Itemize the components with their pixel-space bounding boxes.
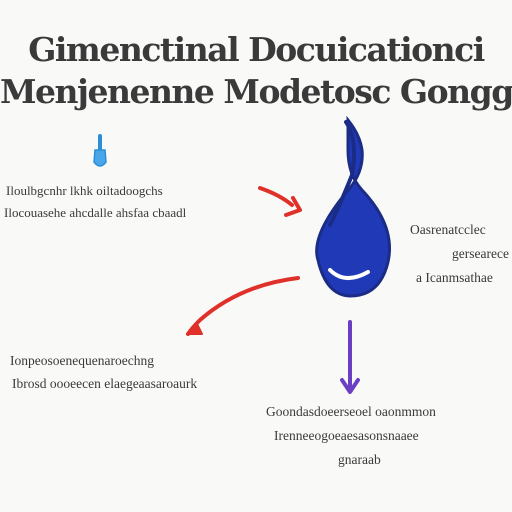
dropper-icon <box>93 134 107 167</box>
arrow-to-drop-red <box>258 186 302 217</box>
label-top-left-line1: Iloulbgcnhr lkhk oiltadoogchs <box>6 183 163 198</box>
label-right-line3: a Icanmsathae <box>416 270 493 285</box>
title-line-2: Menjenenne Modetosc Gongg <box>0 72 512 111</box>
label-bottom-left-line1: Ionpeosoenequenaroechng <box>10 353 154 368</box>
label-right-line2: gersearece <box>452 246 509 261</box>
label-bottom-left-line2: Ibrosd oooeecen elaegeaasaroaurk <box>12 376 198 391</box>
label-top-left-line2: Ilocouasehe ahcdalle ahsfaa cbaadl <box>4 205 187 220</box>
label-bottom-right-line3: gnaraab <box>338 452 381 467</box>
label-bottom-right-line1: Goondasdoeerseoel oaonmmon <box>266 404 436 419</box>
arrow-down-purple <box>340 320 360 394</box>
arrow-to-bottom-left-red <box>186 276 300 336</box>
title-line-1: Gimenctinal Docuicationci <box>28 30 485 69</box>
label-bottom-right-line2: Irenneeogoeaesasonsnaaee <box>274 428 419 443</box>
label-right-line1: Oasrenatcclec <box>410 222 486 237</box>
water-drop-icon <box>315 115 392 298</box>
